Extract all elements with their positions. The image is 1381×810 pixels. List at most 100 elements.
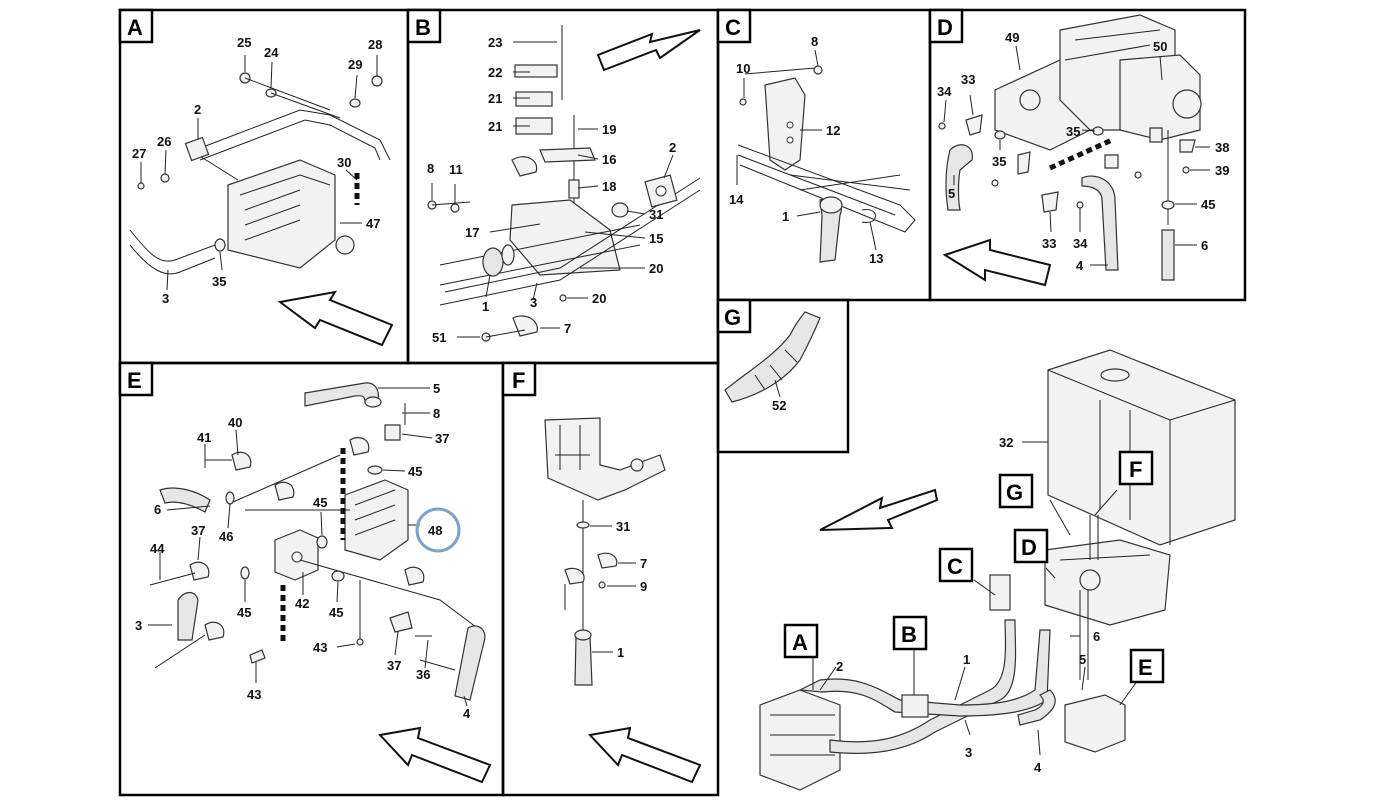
callout-label: 36 — [416, 667, 430, 682]
callout-label: 37 — [191, 523, 205, 538]
callout-label: 20 — [649, 261, 663, 276]
overview-labels: 32 2 1 3 6 5 4 — [836, 435, 1100, 775]
callout-label: 30 — [337, 155, 351, 170]
callout-label: 22 — [488, 65, 502, 80]
overview-tags: A B C D E F G — [783, 450, 1165, 684]
callout-label: 45 — [329, 605, 343, 620]
callout-label: 7 — [640, 556, 647, 571]
callout-label: 40 — [228, 415, 242, 430]
overview-tag-C: C — [938, 547, 974, 583]
svg-text:A: A — [127, 15, 143, 40]
svg-text:C: C — [725, 15, 741, 40]
callout-label: 5 — [1079, 652, 1086, 667]
overview-tag-D: D — [1013, 528, 1049, 564]
callout-label: 27 — [132, 146, 146, 161]
callout-label: 49 — [1005, 30, 1019, 45]
callout-label: 35 — [212, 274, 226, 289]
panel-c-labels: 8 10 12 14 1 13 — [729, 34, 883, 266]
callout-label: 1 — [963, 652, 970, 667]
panel-e-labels: 5 8 41 40 37 45 6 46 45 48 37 44 3 45 42… — [135, 381, 471, 721]
callout-label: 5 — [948, 186, 955, 201]
callout-label: 46 — [219, 529, 233, 544]
panel-letter-C: C — [716, 8, 752, 44]
callout-label: 1 — [782, 209, 789, 224]
callout-label: 13 — [869, 251, 883, 266]
callout-label: 44 — [150, 541, 165, 556]
callout-label: 50 — [1153, 39, 1167, 54]
overview-tag-A: A — [783, 623, 819, 659]
svg-text:D: D — [1021, 535, 1037, 560]
callout-label: 7 — [564, 321, 571, 336]
svg-text:G: G — [724, 305, 741, 330]
callout-label: 15 — [649, 231, 663, 246]
panel-a-labels: 25 24 28 29 2 26 27 30 47 35 3 — [132, 35, 382, 306]
callout-label: 17 — [465, 225, 479, 240]
callout-label: 20 — [592, 291, 606, 306]
callout-label: 5 — [433, 381, 440, 396]
panel-borders — [118, 8, 1247, 797]
svg-text:B: B — [415, 15, 431, 40]
callout-label: 2 — [836, 659, 843, 674]
callout-label: 18 — [602, 179, 616, 194]
callout-label: 23 — [488, 35, 502, 50]
svg-text:A: A — [792, 630, 808, 655]
callout-label: 29 — [348, 57, 362, 72]
callout-label: 33 — [1042, 236, 1056, 251]
callout-label: 45 — [1201, 197, 1215, 212]
callout-label: 52 — [772, 398, 786, 413]
svg-text:E: E — [127, 368, 142, 393]
overview-tag-E: E — [1129, 648, 1165, 684]
callout-label: 2 — [669, 140, 676, 155]
callout-label: 1 — [617, 645, 624, 660]
callout-label: 11 — [449, 162, 463, 177]
panel-g-drawing — [724, 311, 821, 403]
callout-label: 37 — [435, 431, 449, 446]
callout-label: 25 — [237, 35, 251, 50]
callout-label: 41 — [197, 430, 211, 445]
callout-label: 26 — [157, 134, 171, 149]
panel-a-drawing — [129, 55, 394, 347]
callout-label: 6 — [1201, 238, 1208, 253]
panel-letter-B: B — [406, 8, 442, 44]
panel-letter-A: A — [118, 8, 154, 44]
callout-label: 42 — [295, 596, 309, 611]
panel-g-labels: 52 — [772, 398, 786, 413]
callout-label: 3 — [530, 295, 537, 310]
callout-label: 14 — [729, 192, 744, 207]
callout-label: 34 — [937, 84, 952, 99]
highlight-ring-48 — [415, 507, 461, 553]
panel-d-drawing — [938, 14, 1210, 287]
overview-tag-G: G — [998, 473, 1034, 509]
svg-text:F: F — [512, 368, 525, 393]
panel-f-drawing — [544, 417, 702, 784]
callout-label: 3 — [965, 745, 972, 760]
callout-label: 9 — [640, 579, 647, 594]
callout-label: 2 — [194, 102, 201, 117]
svg-text:E: E — [1138, 655, 1153, 680]
svg-text:C: C — [947, 554, 963, 579]
callout-label: 8 — [427, 161, 434, 176]
callout-label: 4 — [1076, 258, 1084, 273]
callout-label: 37 — [387, 658, 401, 673]
panel-b-drawing — [427, 25, 701, 342]
callout-label: 45 — [408, 464, 422, 479]
callout-label: 35 — [992, 154, 1006, 169]
callout-label: 8 — [811, 34, 818, 49]
callout-label: 31 — [649, 207, 663, 222]
panel-d-labels: 49 50 34 33 35 35 38 39 5 45 33 34 6 4 — [937, 30, 1229, 273]
callout-label: 6 — [1093, 629, 1100, 644]
callout-label: 45 — [313, 495, 327, 510]
callout-label: 51 — [432, 330, 446, 345]
callout-label: 21 — [488, 91, 502, 106]
callout-label: 32 — [999, 435, 1013, 450]
overview-drawing — [759, 349, 1236, 791]
callout-label: 8 — [433, 406, 440, 421]
callout-label: 28 — [368, 37, 382, 52]
callout-label: 3 — [162, 291, 169, 306]
callout-label: 38 — [1215, 140, 1229, 155]
panel-c-drawing — [736, 49, 916, 263]
callout-label: 21 — [488, 119, 502, 134]
callout-label: 34 — [1073, 236, 1088, 251]
overview-tag-B: B — [892, 615, 928, 651]
